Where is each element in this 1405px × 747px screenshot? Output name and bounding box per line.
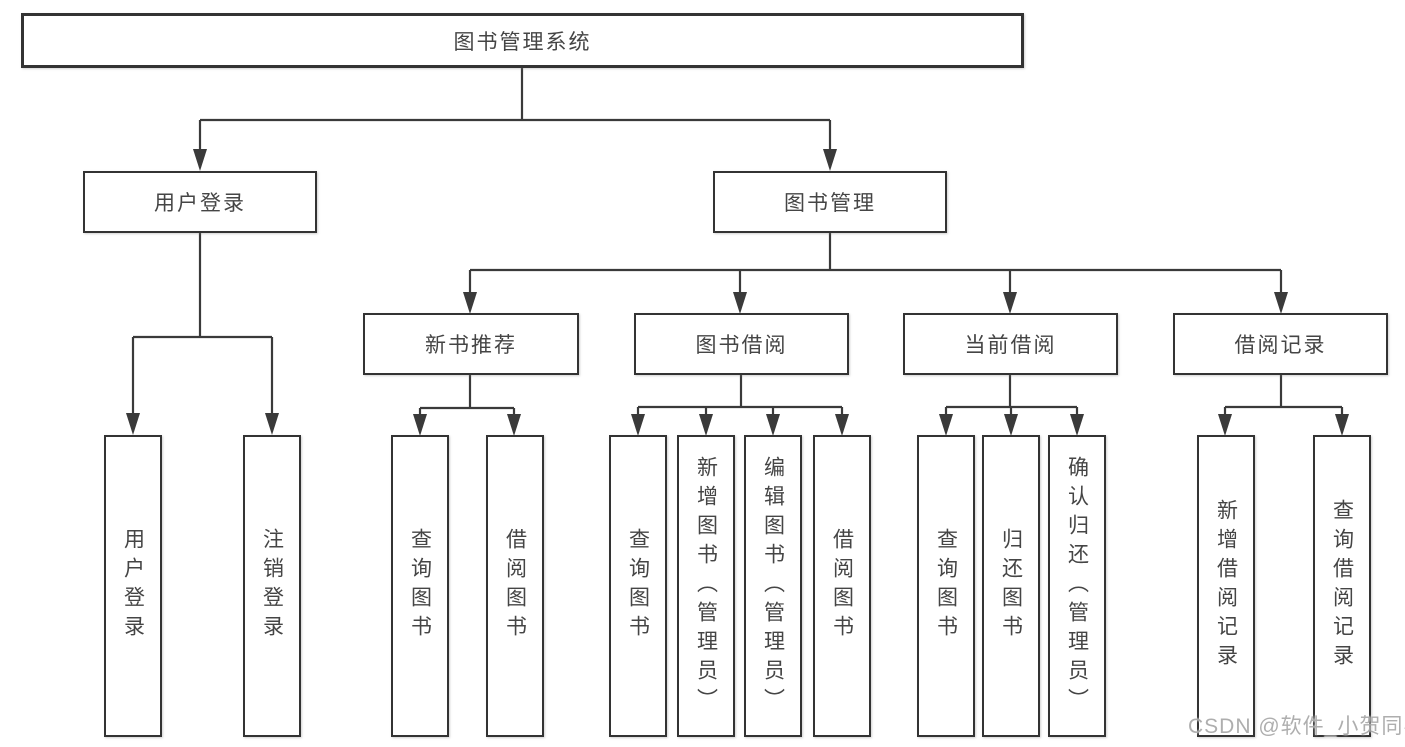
node-new-book-recommend: 新书推荐 — [363, 313, 579, 375]
node-label: 借阅图书 — [503, 528, 527, 644]
connector-root — [198, 68, 832, 155]
node-label: 查询图书 — [934, 528, 958, 644]
leaf-logout: 注销登录 — [243, 435, 301, 737]
leaf-return-books: 归还图书 — [982, 435, 1040, 737]
node-user-login: 用户登录 — [83, 171, 317, 233]
arrowhead — [1070, 414, 1084, 436]
node-label: 新书推荐 — [425, 334, 517, 357]
leaf-query-borrow-record: 查询借阅记录 — [1313, 435, 1371, 737]
node-label: 借阅图书 — [830, 528, 854, 644]
node-label: 确认归还（管理员） — [1065, 455, 1089, 717]
connector-current-borrow — [944, 375, 1079, 420]
arrowhead — [265, 413, 279, 435]
arrowhead — [1004, 414, 1018, 436]
leaf-query-books-recommend: 查询图书 — [391, 435, 449, 737]
leaf-user-login: 用户登录 — [104, 435, 162, 737]
arrowhead — [507, 414, 521, 436]
node-current-borrow: 当前借阅 — [903, 313, 1118, 375]
connector-new-books — [418, 375, 516, 420]
connector-borrow-records — [1223, 375, 1344, 420]
node-label: 编辑图书（管理员） — [761, 455, 785, 717]
connector-book-management — [468, 233, 1283, 297]
connector-book-borrow — [636, 375, 844, 420]
node-label: 归还图书 — [999, 528, 1023, 644]
leaf-edit-book-admin: 编辑图书（管理员） — [744, 435, 802, 737]
node-label: 查询图书 — [626, 528, 650, 644]
arrowhead — [939, 414, 953, 436]
node-label: 图书借阅 — [695, 334, 788, 357]
arrowhead — [463, 292, 477, 314]
node-book-management: 图书管理 — [713, 171, 947, 233]
node-library-system: 图书管理系统 — [21, 13, 1024, 68]
leaf-confirm-return-admin: 确认归还（管理员） — [1048, 435, 1106, 737]
node-label: 查询借阅记录 — [1330, 499, 1354, 673]
arrowhead — [733, 292, 747, 314]
arrowhead — [193, 149, 207, 171]
node-label: 新增图书（管理员） — [694, 455, 718, 717]
arrowheads — [126, 149, 1349, 436]
arrowhead — [766, 414, 780, 436]
arrowhead — [1218, 414, 1232, 436]
arrowhead — [631, 414, 645, 436]
node-label: 查询图书 — [408, 528, 432, 644]
csdn-watermark: CSDN @软件_小贺同学 — [1188, 715, 1405, 738]
node-label: 借阅记录 — [1234, 334, 1327, 357]
connector-paths — [131, 68, 1344, 420]
leaf-borrow-books-recommend: 借阅图书 — [486, 435, 544, 737]
leaf-add-borrow-record: 新增借阅记录 — [1197, 435, 1255, 737]
arrowhead — [835, 414, 849, 436]
arrowhead — [1274, 292, 1288, 314]
arrowhead — [413, 414, 427, 436]
node-label: 当前借阅 — [964, 334, 1057, 357]
node-label: 用户登录 — [154, 192, 246, 215]
arrowhead — [699, 414, 713, 436]
leaf-query-books-borrow: 查询图书 — [609, 435, 667, 737]
node-book-borrow: 图书借阅 — [634, 313, 849, 375]
arrowhead — [1003, 292, 1017, 314]
leaf-borrow-books: 借阅图书 — [813, 435, 871, 737]
node-label: 图书管理 — [784, 192, 876, 215]
node-label: 注销登录 — [260, 528, 284, 644]
arrowhead — [823, 149, 837, 171]
node-borrow-records: 借阅记录 — [1173, 313, 1388, 375]
connector-user-login — [131, 233, 274, 418]
leaf-query-books-current: 查询图书 — [917, 435, 975, 737]
leaf-add-book-admin: 新增图书（管理员） — [677, 435, 735, 737]
arrowhead — [126, 413, 140, 435]
node-label: 图书管理系统 — [453, 30, 592, 54]
arrowhead — [1335, 414, 1349, 436]
node-label: 新增借阅记录 — [1214, 499, 1238, 673]
node-label: 用户登录 — [121, 528, 145, 644]
